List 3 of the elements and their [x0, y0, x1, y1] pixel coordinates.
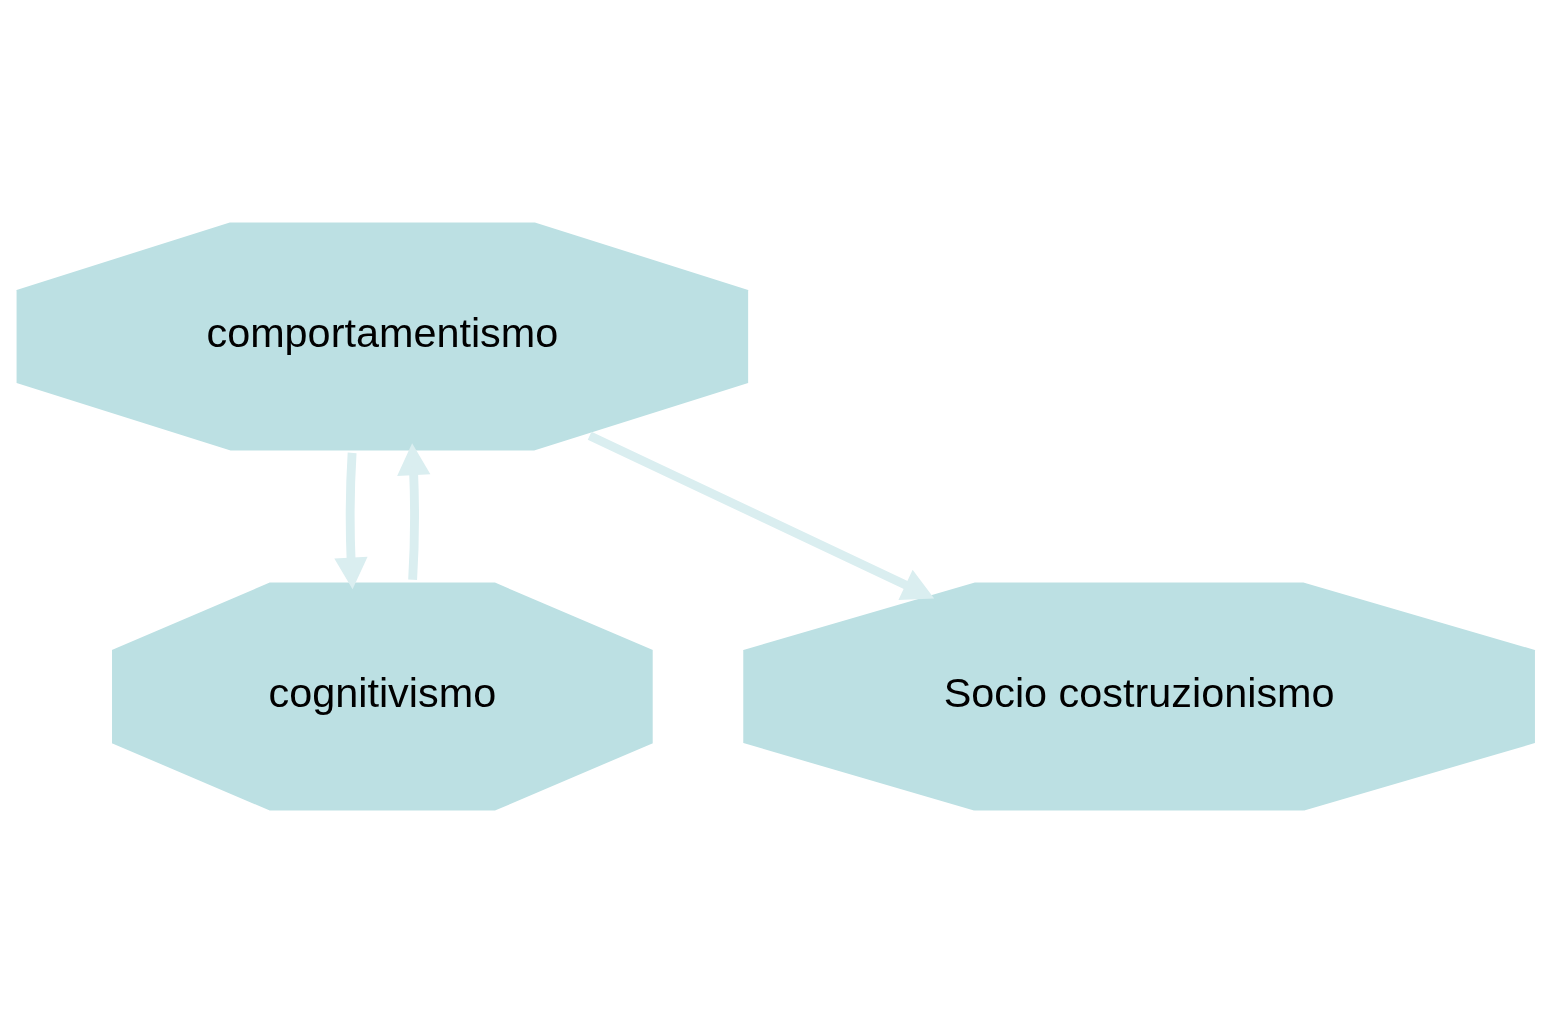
arrow	[587, 431, 935, 600]
arrow	[334, 452, 368, 589]
arrow	[397, 442, 431, 580]
